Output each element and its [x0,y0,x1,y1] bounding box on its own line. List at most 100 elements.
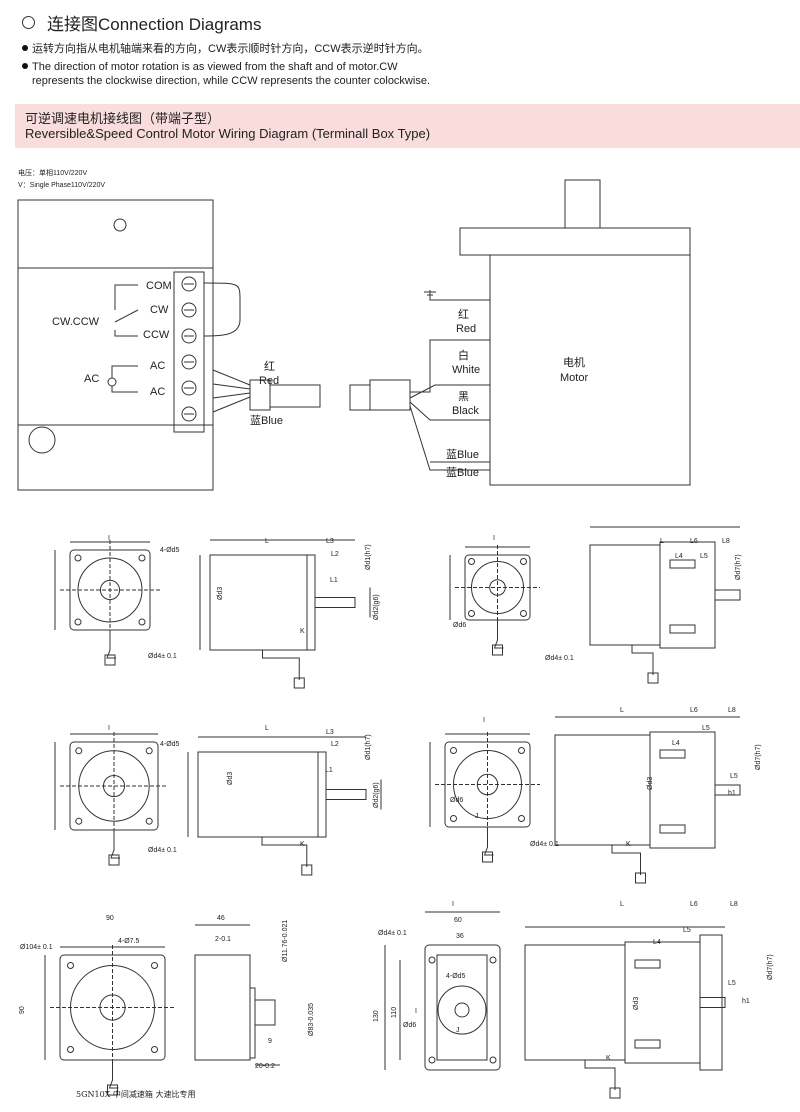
lead-wire [262,650,300,680]
mount-hole [518,815,525,822]
dim-l5: L5 [683,927,691,934]
circle [454,1002,470,1018]
label-ac1: AC [150,360,165,372]
lead-wire [108,1060,119,1089]
section-title-cn: 可逆调速电机接线图（带端子型） [25,111,221,126]
label-motor: Motor [560,372,588,384]
dim-l1: L1 [330,577,338,584]
dim-d7: Ød7(h7) [755,744,762,770]
terminal-strip [173,271,205,433]
dim-110: 110 [391,1007,398,1018]
note-en: The direction of motor rotation is as vi… [22,60,430,88]
dim-d3: Ød3 [633,997,640,1010]
gear-side-view [589,544,661,646]
connector [609,1087,621,1099]
note-en-line2: represents the clockwise direction, whil… [32,75,430,87]
mount-hole [113,218,127,232]
dimension-labels: I 4-Ød5 Ød4± 0.1 L L3 L2 L1 Ød3 Ød1(h7) … [108,535,762,854]
dim-l: L [265,725,269,732]
mount-hole [518,747,525,754]
dim-d4: Ød4± 0.1 [378,930,407,937]
dim-l2: L2 [331,741,339,748]
mount-hole [138,618,146,626]
dim-j: J [456,1027,460,1034]
connector [104,654,116,666]
dim-hole-7-5: 4-Ø7.5 [118,938,140,945]
dim-j: J [475,813,479,820]
dim-l8: L8 [722,538,730,545]
motor-body [489,254,691,486]
terminal-screw-icon [181,276,197,292]
mount-hole [428,956,436,964]
lead-wire [106,630,116,659]
circle-icon [22,16,35,29]
dim-l8: L8 [728,707,736,714]
dim-d2: Ød2(g6) [373,594,380,620]
dim-l5: L5 [702,725,710,732]
dim-h1: h1 [742,998,750,1005]
mount-hole [74,618,82,626]
side-view [197,751,327,838]
dim-l: L [620,707,624,714]
label-blue-2: 蓝Blue [446,466,479,479]
dim-d1: Ød1(h7) [365,734,372,760]
dim-h1: h1 [728,790,736,797]
dim-l2: L2 [331,551,339,558]
dim-d6: Ød6 [403,1022,416,1029]
dim-l4: L4 [672,740,680,747]
dim-d3: Ød3 [227,772,234,785]
drawing-geometry [17,179,741,1099]
voltage-en: V：Single Phase110V/220V [18,182,106,189]
terminal-screw-icon [181,380,197,396]
label-red-left: Red [259,375,279,387]
dim-l5: L5 [700,553,708,560]
label-motor-cn: 电机 [563,355,585,369]
circle [453,750,522,819]
side-view [209,554,316,651]
dim-104: Ø104± 0.1 [20,944,53,951]
switch-wires [114,284,139,337]
label-cwccw: CW.CCW [52,316,100,328]
terminal-screw-icon [181,302,197,318]
dim-d6: Ød6 [450,797,463,804]
mount-hole [450,815,457,822]
ac-wires [111,365,138,393]
note-cn-text: 运转方向指从电机轴端来看的方向，CW表示顺时针方向，CCW表示逆时针方向。 [32,43,429,55]
dim-l1: L1 [325,767,333,774]
dim-l6: L6 [690,707,698,714]
dim-d1: Ød1(h7) [365,544,372,570]
connector-plug [269,384,321,408]
mount-hole [489,956,497,964]
circle [99,579,121,601]
bolt [659,824,686,834]
mount-hole [67,962,74,969]
lead-wire [212,369,251,386]
label-white-cn: 白 [458,348,469,362]
dim-l: L [265,538,269,545]
dim-20: 20-0.2 [255,1063,275,1070]
dim-36: 36 [456,933,464,940]
mount-hole [520,558,527,565]
mount-hole [151,1046,158,1053]
bottom-labels: 90 Ø104± 0.1 4-Ø7.5 90 46 2-0.1 Ø11.76-0… [19,901,774,1099]
gear-side-view [554,734,651,846]
label-black: Black [452,405,479,417]
terminal-box [17,199,214,491]
connector [301,864,313,876]
dim-46: 46 [217,915,225,922]
flange [699,934,723,1071]
connector [107,1084,118,1096]
gear-side-view-130 [524,944,626,1061]
label-ccw: CCW [143,329,170,341]
connector-socket [349,384,371,411]
dim-d3: Ød3 [217,587,224,600]
bullet-icon [22,63,28,69]
lead-wire [493,620,504,649]
jumper-wire [203,282,241,337]
mount-hole [428,1056,436,1064]
shaft [714,589,741,601]
bolt [669,624,696,634]
connector [492,644,503,656]
section-title-en: Reversible&Speed Control Motor Wiring Di… [25,126,431,141]
